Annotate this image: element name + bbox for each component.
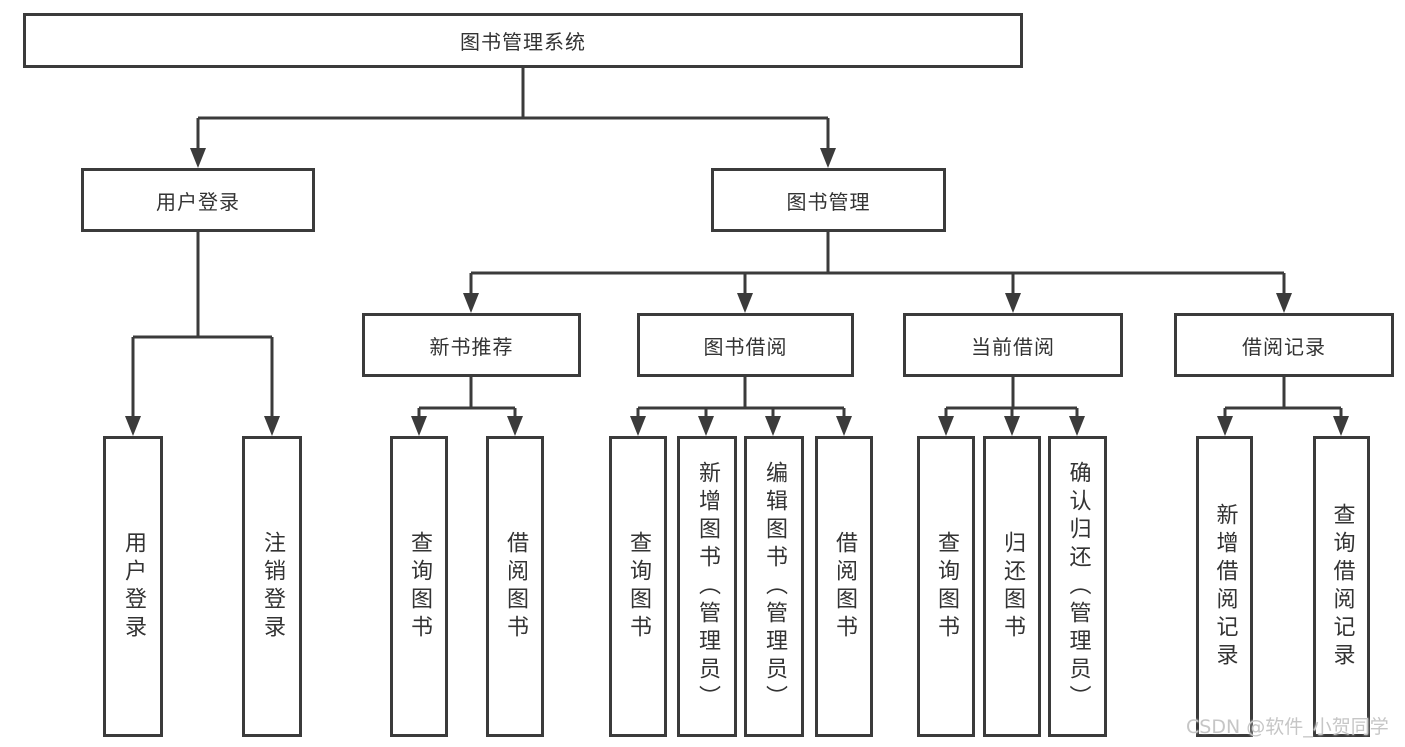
leaf-bb-add-book-admin-label: 新增图书（管理员） — [695, 460, 720, 713]
leaf-rec-query-book: 查询图书 — [390, 436, 448, 737]
leaf-bb-edit-book-admin-label: 编辑图书（管理员） — [762, 460, 787, 713]
leaf-rec-borrow-book-label: 借阅图书 — [503, 530, 528, 643]
leaf-bb-borrow-book: 借阅图书 — [815, 436, 873, 737]
leaf-cb-return-book: 归还图书 — [983, 436, 1041, 737]
leaf-logout-label: 注销登录 — [260, 530, 285, 643]
leaf-cb-query-book: 查询图书 — [917, 436, 975, 737]
node-borrow-records-label: 借阅记录 — [1242, 334, 1326, 359]
node-new-book-recommend: 新书推荐 — [362, 313, 581, 377]
node-user-login: 用户登录 — [81, 168, 315, 232]
node-book-management-label: 图书管理 — [786, 189, 871, 214]
node-root-label: 图书管理系统 — [460, 30, 586, 54]
node-book-borrow: 图书借阅 — [637, 313, 854, 377]
node-book-management: 图书管理 — [711, 168, 946, 232]
leaf-cb-query-book-label: 查询图书 — [934, 530, 959, 643]
leaf-cb-return-book-label: 归还图书 — [1000, 530, 1025, 643]
node-root: 图书管理系统 — [23, 13, 1023, 68]
node-current-borrow-label: 当前借阅 — [971, 334, 1055, 359]
leaf-bb-edit-book-admin: 编辑图书（管理员） — [744, 436, 804, 737]
leaf-bb-add-book-admin: 新增图书（管理员） — [677, 436, 737, 737]
leaf-bb-query-book: 查询图书 — [609, 436, 667, 737]
leaf-br-query-record: 查询借阅记录 — [1313, 436, 1370, 737]
leaf-br-query-record-label: 查询借阅记录 — [1329, 502, 1355, 671]
leaf-br-add-record: 新增借阅记录 — [1196, 436, 1253, 737]
leaf-br-add-record-label: 新增借阅记录 — [1212, 502, 1238, 671]
leaf-bb-query-book-label: 查询图书 — [626, 530, 651, 643]
node-user-login-label: 用户登录 — [156, 189, 240, 214]
node-new-book-recommend-label: 新书推荐 — [429, 334, 514, 359]
csdn-watermark: CSDN @软件_小贺同学 — [1186, 716, 1389, 738]
leaf-bb-borrow-book-label: 借阅图书 — [832, 530, 857, 643]
node-book-borrow-label: 图书借阅 — [703, 334, 788, 359]
leaf-rec-query-book-label: 查询图书 — [407, 530, 432, 643]
leaf-logout: 注销登录 — [242, 436, 302, 737]
leaf-cb-confirm-return-admin: 确认归还（管理员） — [1048, 436, 1107, 737]
node-borrow-records: 借阅记录 — [1174, 313, 1394, 377]
leaf-user-login: 用户登录 — [103, 436, 163, 737]
leaf-cb-confirm-return-admin-label: 确认归还（管理员） — [1065, 460, 1091, 713]
leaf-rec-borrow-book: 借阅图书 — [486, 436, 544, 737]
leaf-user-login-label: 用户登录 — [121, 530, 146, 643]
node-current-borrow: 当前借阅 — [903, 313, 1123, 377]
